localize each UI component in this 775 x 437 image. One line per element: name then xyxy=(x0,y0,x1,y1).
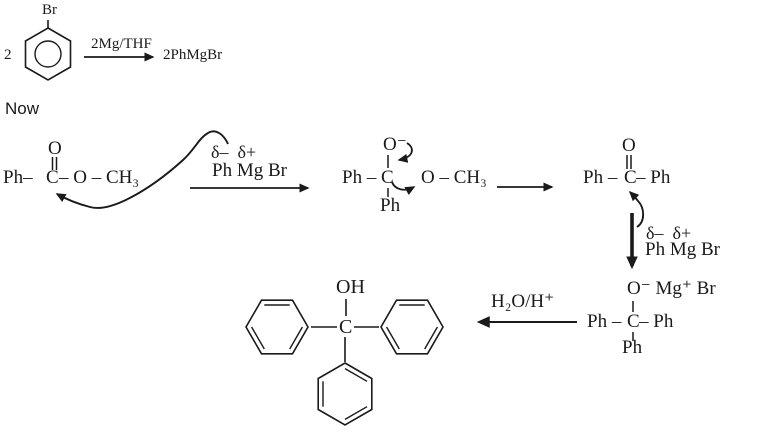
hydrolysis-conditions-label: H₂O/H⁺ xyxy=(491,291,555,312)
curved-arrow-attack-ketone xyxy=(628,190,645,228)
phenyl-ring-left xyxy=(245,299,309,355)
partial-charges-label-2: δ– δ+ xyxy=(646,223,692,243)
benzene-ring xyxy=(24,27,72,81)
intermediate-backbone-right: O – CH₃ xyxy=(421,167,487,188)
alkoxide-backbone-right: – Ph xyxy=(639,311,674,332)
ketone-backbone-left: Ph – xyxy=(583,167,618,188)
triphenylmethanol-structure xyxy=(245,299,444,426)
grignard-product-label: 2PhMgBr xyxy=(163,47,223,63)
ketone-carbonyl-carbon: C xyxy=(624,167,637,188)
ketone-backbone-right: – Ph xyxy=(636,167,671,188)
reaction-conditions-label: 2Mg/THF xyxy=(91,36,152,52)
ester-carbonyl-double-bond xyxy=(51,157,58,170)
phenyl-ring-right xyxy=(380,299,444,355)
ester-backbone-left: Ph– xyxy=(3,167,33,188)
product-central-carbon: C xyxy=(339,316,353,338)
grignard-reagent-label-1: Ph Mg Br xyxy=(212,160,287,181)
now-label: Now xyxy=(5,99,40,118)
intermediate-alkoxide-oxygen: O⁻ xyxy=(383,134,407,155)
alkoxide-central-carbon: C xyxy=(627,311,640,332)
intermediate-phenyl-bottom: Ph xyxy=(380,195,401,216)
curved-arrow-methoxide-leaves xyxy=(391,181,416,196)
phenyl-ring-bottom xyxy=(317,362,373,426)
bromobenzene-structure xyxy=(24,20,72,81)
product-hydroxyl-label: OH xyxy=(336,276,365,298)
ester-backbone-right: – O – CH₃ xyxy=(59,167,139,188)
alkoxide-counterion-label: O⁻ Mg⁺ Br xyxy=(627,278,716,299)
ester-carbonyl-carbon: C xyxy=(46,167,59,188)
ketone-carbonyl-double-bond xyxy=(626,155,632,169)
intermediate-backbone-left: Ph – xyxy=(342,167,377,188)
curved-arrow-oxide-collapse xyxy=(397,142,413,163)
curved-arrow-attack-ester xyxy=(55,130,229,209)
stoichiometry-coefficient: 2 xyxy=(4,47,12,63)
intermediate-central-carbon: C xyxy=(381,167,394,188)
aromatic-circle xyxy=(34,40,62,68)
ketone-carbonyl-oxygen: O xyxy=(622,135,636,156)
ester-carbonyl-oxygen: O xyxy=(48,138,62,159)
bromine-substituent-label: Br xyxy=(42,2,57,18)
partial-charges-label-1: δ– δ+ xyxy=(211,142,257,162)
alkoxide-backbone-left: Ph – xyxy=(587,311,622,332)
alkoxide-phenyl-bottom: Ph xyxy=(622,337,643,358)
grignard-reagent-label-2: Ph Mg Br xyxy=(645,239,720,260)
